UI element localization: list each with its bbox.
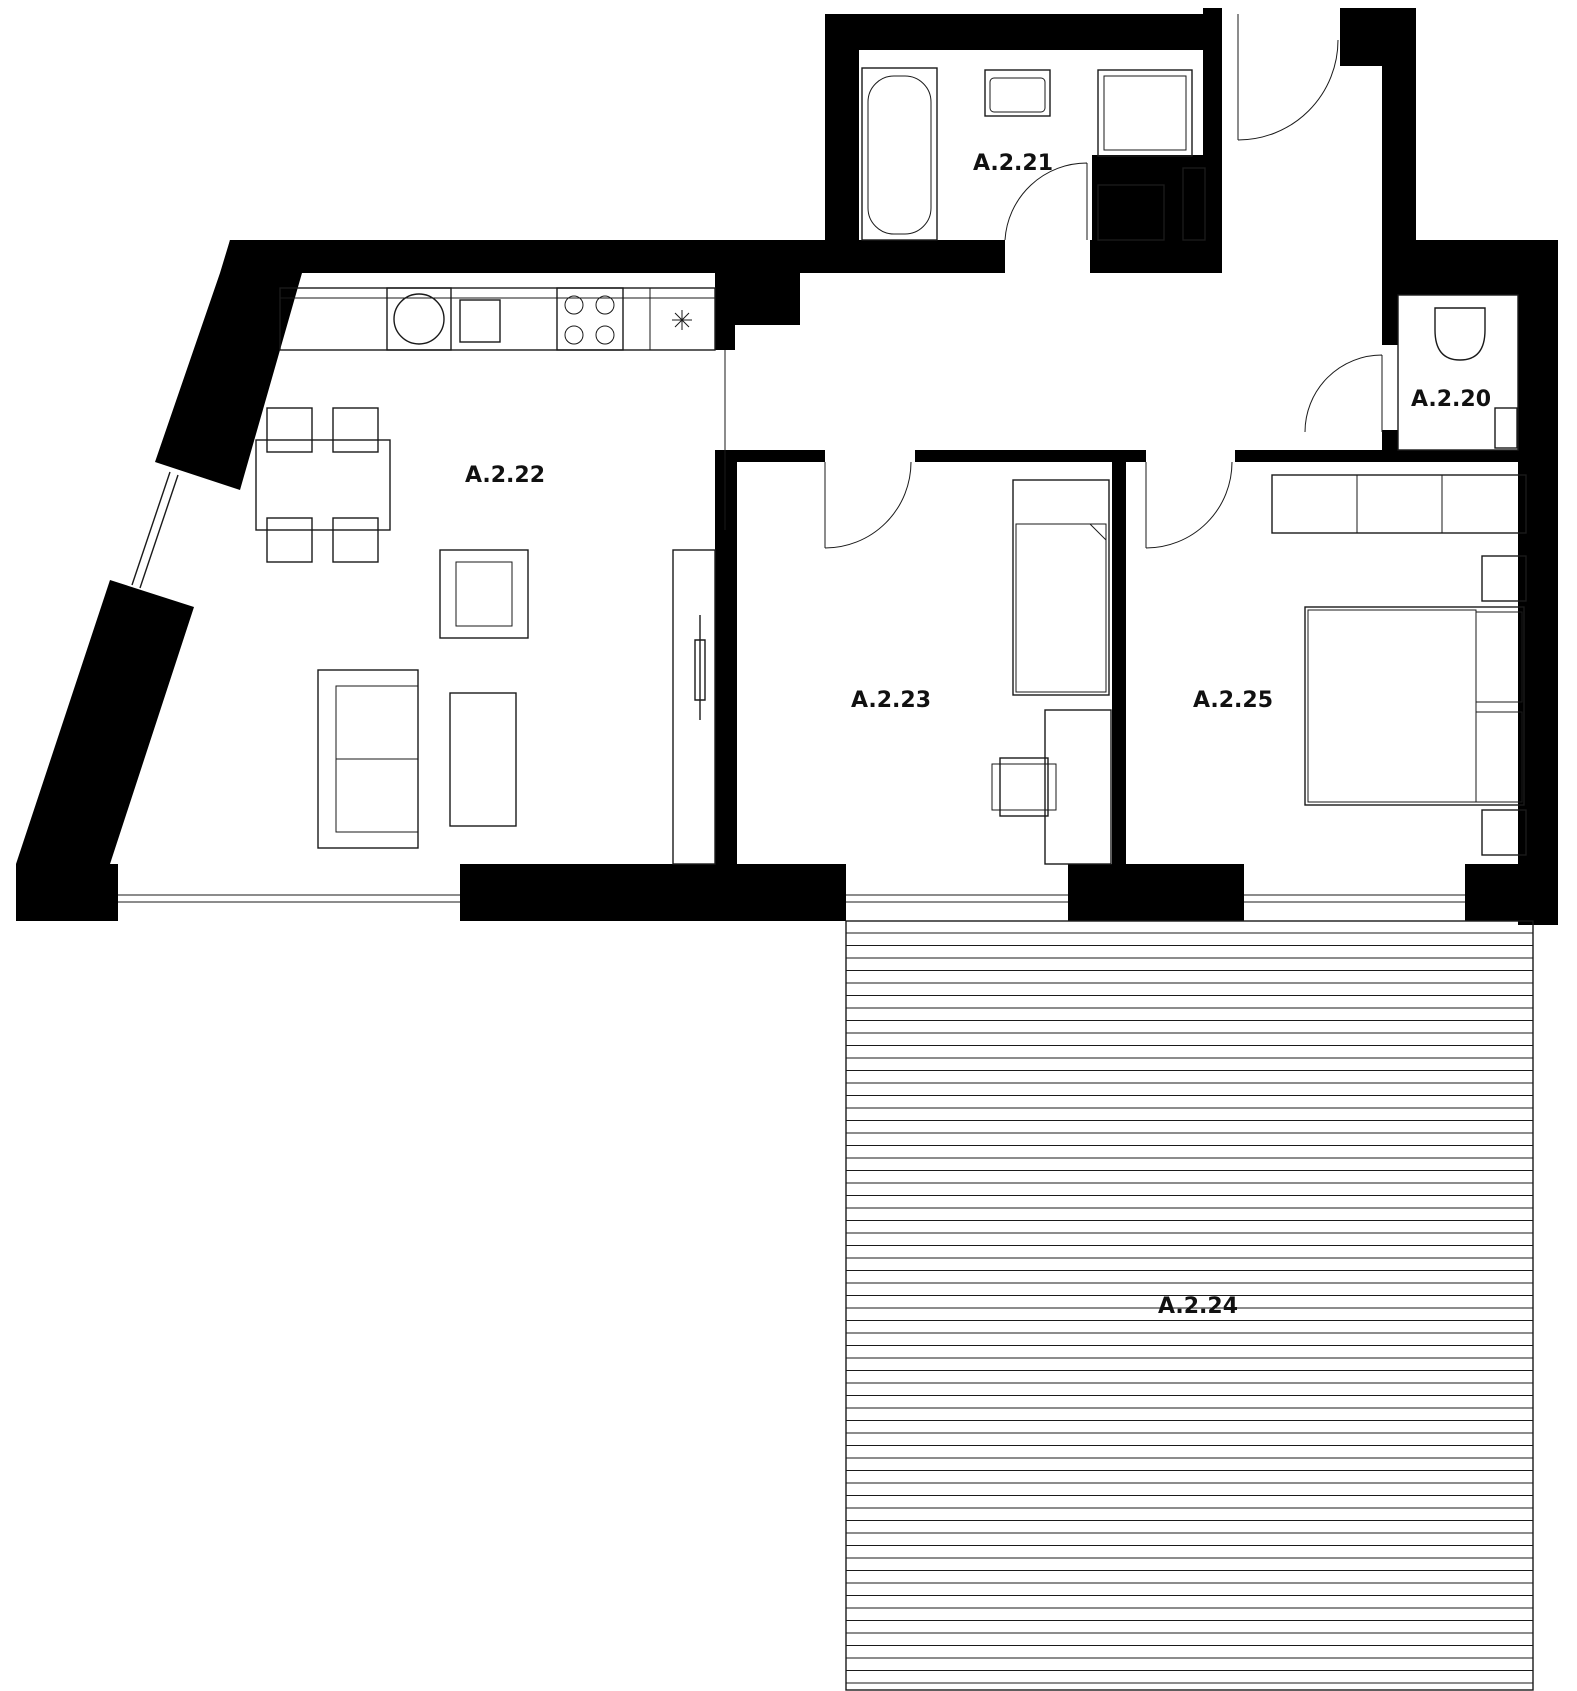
- wc-room-inner: [1397, 294, 1519, 451]
- kitchen-counter: [279, 287, 716, 351]
- room-label-a225: A.2.25: [1193, 688, 1273, 713]
- burner-2: [595, 295, 615, 315]
- wall-wc-left-low: [1382, 430, 1398, 450]
- wall-room25-top: [1235, 450, 1558, 462]
- double-bed-mattress: [1307, 609, 1477, 803]
- wall-wc-left: [1382, 295, 1398, 345]
- desk: [1044, 709, 1112, 865]
- wall-slant-upper: [155, 240, 302, 490]
- dining-table: [255, 439, 391, 531]
- kitchen: [279, 287, 716, 351]
- room-label-a221: A.2.21: [973, 151, 1053, 176]
- shower-inner: [1103, 75, 1187, 151]
- walls: [16, 8, 1558, 925]
- bathroom-fixtures: [861, 67, 1206, 241]
- cooktop: [556, 287, 624, 351]
- nightstand-bottom: [1481, 809, 1527, 856]
- bathtub-inner: [867, 75, 932, 235]
- wall-bottom-right: [1465, 864, 1558, 921]
- shower: [1097, 69, 1193, 157]
- wall-bottom-left: [16, 864, 118, 921]
- burner-1: [564, 295, 584, 315]
- door-room23: [824, 461, 912, 549]
- coffee-table: [449, 692, 517, 827]
- room23-furniture: [991, 479, 1112, 865]
- chair-1: [266, 407, 313, 453]
- wc-sink: [1494, 407, 1518, 449]
- fridge-star-icon: [672, 310, 692, 330]
- burner-3: [564, 325, 584, 345]
- kitchen-sink: [386, 287, 452, 351]
- door-room25: [1145, 461, 1233, 549]
- wall-bath-left: [825, 14, 859, 242]
- wall-kitchen-pier: [715, 273, 800, 350]
- cabinet: [1182, 167, 1206, 241]
- wall-bath-bottom-left: [690, 240, 1005, 273]
- single-bed-mattress: [1015, 523, 1107, 693]
- double-bed: [1304, 606, 1525, 806]
- sink-bowl: [393, 293, 445, 345]
- bath-sink: [984, 69, 1051, 117]
- desk-chair: [999, 757, 1049, 817]
- terrace-decking: [845, 920, 1534, 1691]
- wall-room25-top-b: [1126, 450, 1146, 462]
- wall-slant-lower: [16, 580, 194, 864]
- chair-3: [266, 517, 313, 563]
- toilet: [1434, 307, 1486, 361]
- window-slant: [131, 471, 171, 586]
- wall-room23-left: [715, 450, 737, 864]
- wall-room23-top-a: [715, 450, 825, 462]
- wall-living-top: [222, 240, 690, 273]
- washer: [1097, 184, 1165, 241]
- wall-room25-right: [1526, 462, 1558, 864]
- burner-4: [595, 325, 615, 345]
- wall-bath-bottom-right: [1090, 240, 1222, 273]
- wall-divider: [1112, 450, 1126, 864]
- wc-fixtures: [1397, 294, 1519, 451]
- wall-room23-top-b: [915, 450, 1140, 462]
- wall-entry-right: [1382, 8, 1416, 273]
- door-entry: [1237, 14, 1339, 141]
- room-label-a223: A.2.23: [851, 688, 931, 713]
- sink-drainer: [459, 299, 501, 343]
- armchair-seat: [455, 561, 513, 627]
- terrace-outline: [845, 920, 1534, 1691]
- chair-4: [332, 517, 379, 563]
- wardrobe: [1271, 474, 1527, 534]
- door-wc: [1304, 354, 1383, 433]
- windows: [118, 350, 1465, 903]
- nightstand-top: [1481, 555, 1527, 602]
- bed-fold: [1089, 523, 1107, 541]
- room-label-a222: A.2.22: [465, 463, 545, 488]
- desk-chair-seat: [991, 763, 1057, 811]
- wall-bottom-midright: [1068, 864, 1244, 921]
- room-label-a224: A.2.24: [1158, 1294, 1238, 1319]
- room-label-a220: A.2.20: [1411, 387, 1491, 412]
- wall-bath-top: [825, 14, 1222, 50]
- armchair: [439, 549, 529, 639]
- wardrobe-rail: [694, 615, 706, 720]
- chair-2: [332, 407, 379, 453]
- pillow-2: [1475, 711, 1523, 803]
- room25-furniture: [1271, 474, 1527, 856]
- wardrobe-living: [672, 549, 716, 865]
- bathtub: [861, 67, 938, 241]
- living-furniture: [255, 407, 716, 865]
- single-bed: [1012, 479, 1110, 696]
- bath-sink-bowl: [989, 77, 1046, 113]
- room-labels: A.2.20 A.2.21 A.2.22 A.2.23 A.2.24 A.2.2…: [465, 151, 1491, 1319]
- wall-bottom-mid: [460, 864, 846, 921]
- window-slant-b: [139, 474, 179, 589]
- pillow-1: [1475, 611, 1523, 703]
- door-bath: [1004, 162, 1088, 241]
- doors: [824, 14, 1383, 549]
